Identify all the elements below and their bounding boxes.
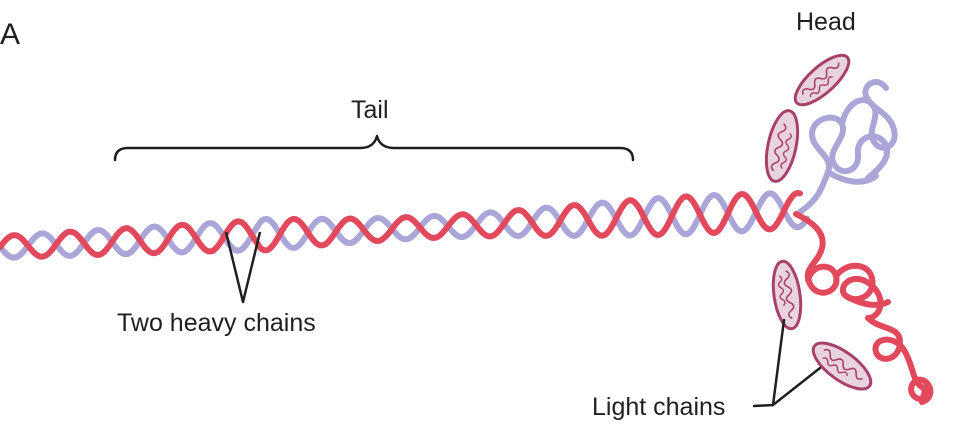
tail-label: Tail	[351, 96, 389, 124]
heavy-chains-label: Two heavy chains	[117, 309, 316, 337]
light-chain-lower-2	[811, 341, 873, 391]
heavy-chains-pointer	[224, 231, 262, 304]
tail-bracket	[113, 134, 635, 162]
panel-letter: A	[0, 18, 21, 51]
light-chain-upper-1	[793, 53, 851, 107]
helix-crossing	[2, 249, 26, 261]
helix-crossing	[562, 225, 586, 239]
helix-crossing	[338, 233, 362, 247]
helix-crossing	[114, 244, 138, 258]
light-chain-lower-1	[771, 259, 803, 331]
head-label: Head	[796, 8, 856, 36]
helix-crossing	[674, 221, 698, 238]
light-chains-pointer	[752, 318, 822, 408]
helix-crossing	[450, 228, 474, 241]
light-chains-label: Light chains	[592, 393, 726, 421]
head-lower-red-coil	[793, 211, 934, 405]
helix-crossing	[786, 215, 810, 231]
heavy-chain-strand-red	[0, 189, 803, 260]
light-chain-upper-2	[764, 109, 800, 183]
heavy-chain-crossings	[2, 215, 810, 261]
head-upper-blue-coil	[797, 79, 898, 215]
helix-crossing	[226, 240, 250, 254]
